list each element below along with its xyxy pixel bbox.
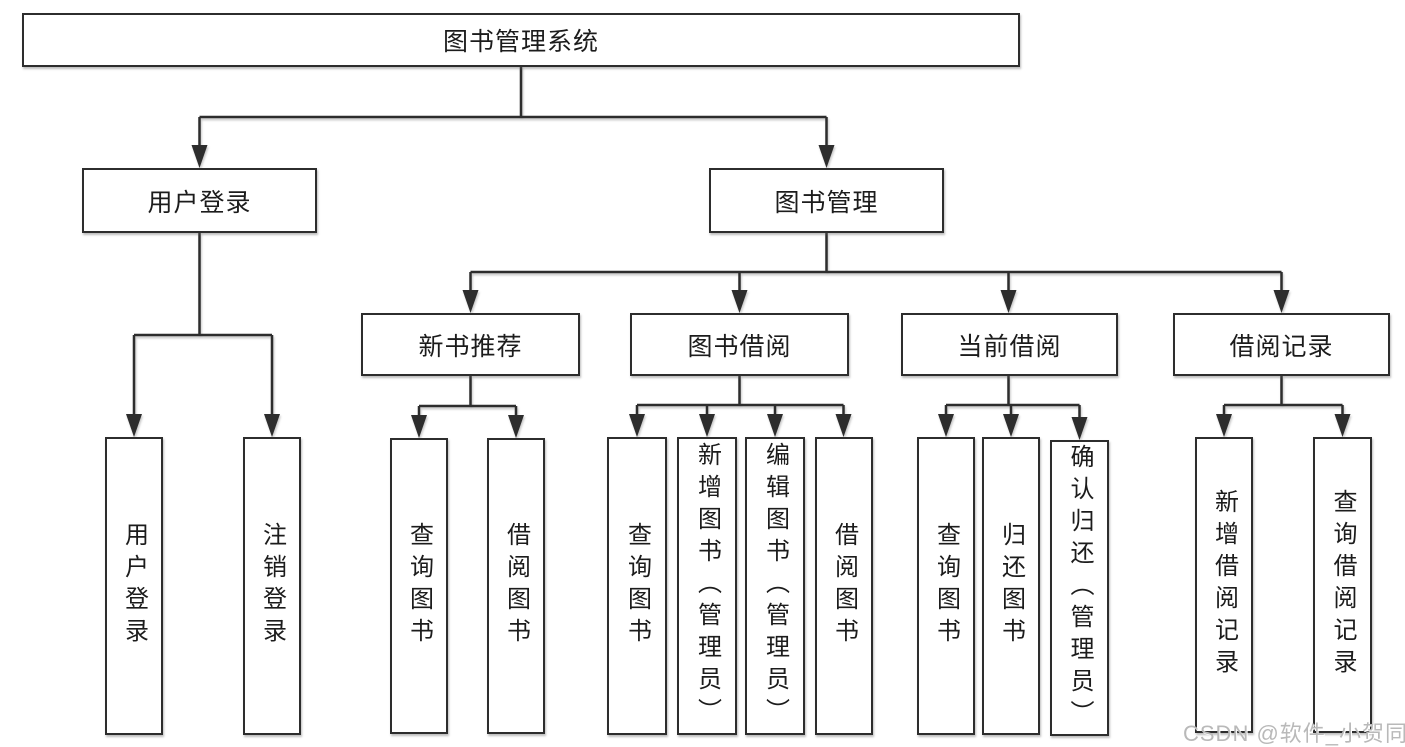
node-leaf-query-books-2: 查询图书 bbox=[607, 437, 667, 735]
arrow-down-icon bbox=[818, 145, 835, 168]
arrow-down-icon bbox=[1000, 290, 1017, 313]
arrow-down-icon bbox=[1071, 417, 1088, 440]
connector-userlogin-to-leaves bbox=[132, 233, 274, 419]
csdn-watermark: CSDN @软件_小贺同学 bbox=[1183, 721, 1405, 746]
node-leaf-edit-books-admin: 编辑图书（管理员） bbox=[745, 437, 805, 735]
node-library-management-system: 图书管理系统 bbox=[22, 13, 1020, 67]
node-book-management: 图书管理 bbox=[709, 168, 944, 233]
node-leaf-return-books: 归还图书 bbox=[982, 437, 1040, 735]
arrow-down-icon bbox=[508, 415, 524, 438]
arrow-down-icon bbox=[1003, 414, 1019, 437]
arrow-down-icon bbox=[629, 414, 645, 437]
arrow-down-icon bbox=[264, 414, 280, 437]
arrow-down-icon bbox=[1334, 414, 1351, 437]
node-leaf-add-books-admin: 新增图书（管理员） bbox=[677, 437, 737, 735]
node-leaf-user-login: 用户登录 bbox=[105, 437, 163, 735]
arrow-down-icon bbox=[835, 414, 852, 437]
arrow-down-icon bbox=[411, 415, 427, 438]
connector-newbooks-to-leaves bbox=[417, 376, 518, 420]
node-borrow-records: 借阅记录 bbox=[1173, 313, 1390, 376]
arrow-down-icon bbox=[731, 290, 748, 313]
arrow-down-icon bbox=[938, 414, 954, 437]
arrow-down-icon bbox=[1273, 290, 1290, 313]
node-leaf-add-borrow-record: 新增借阅记录 bbox=[1195, 437, 1253, 733]
node-new-book-recommend: 新书推荐 bbox=[361, 313, 580, 376]
connector-records-to-leaves bbox=[1222, 376, 1344, 419]
node-book-borrow: 图书借阅 bbox=[630, 313, 849, 376]
node-leaf-confirm-return-admin: 确认归还（管理员） bbox=[1050, 440, 1109, 736]
connector-bookmgmt-to-level3 bbox=[469, 233, 1283, 295]
connector-current-to-leaves bbox=[944, 376, 1081, 421]
arrow-down-icon bbox=[191, 145, 208, 168]
node-leaf-query-books-3: 查询图书 bbox=[917, 437, 975, 735]
arrow-down-icon bbox=[126, 414, 142, 437]
arrow-down-icon bbox=[767, 414, 783, 437]
node-leaf-query-borrow-record: 查询借阅记录 bbox=[1313, 437, 1372, 733]
node-leaf-query-books-1: 查询图书 bbox=[390, 438, 448, 734]
node-leaf-borrow-books-1: 借阅图书 bbox=[487, 438, 545, 734]
node-user-login: 用户登录 bbox=[82, 168, 317, 233]
node-current-borrow: 当前借阅 bbox=[901, 313, 1118, 376]
connector-borrow-to-leaves bbox=[635, 376, 845, 419]
node-leaf-borrow-books-2: 借阅图书 bbox=[815, 437, 873, 735]
connector-root-to-level2 bbox=[198, 66, 828, 150]
arrow-down-icon bbox=[462, 290, 479, 313]
node-leaf-logout: 注销登录 bbox=[243, 437, 301, 735]
arrow-down-icon bbox=[699, 414, 715, 437]
arrow-down-icon bbox=[1216, 414, 1232, 437]
